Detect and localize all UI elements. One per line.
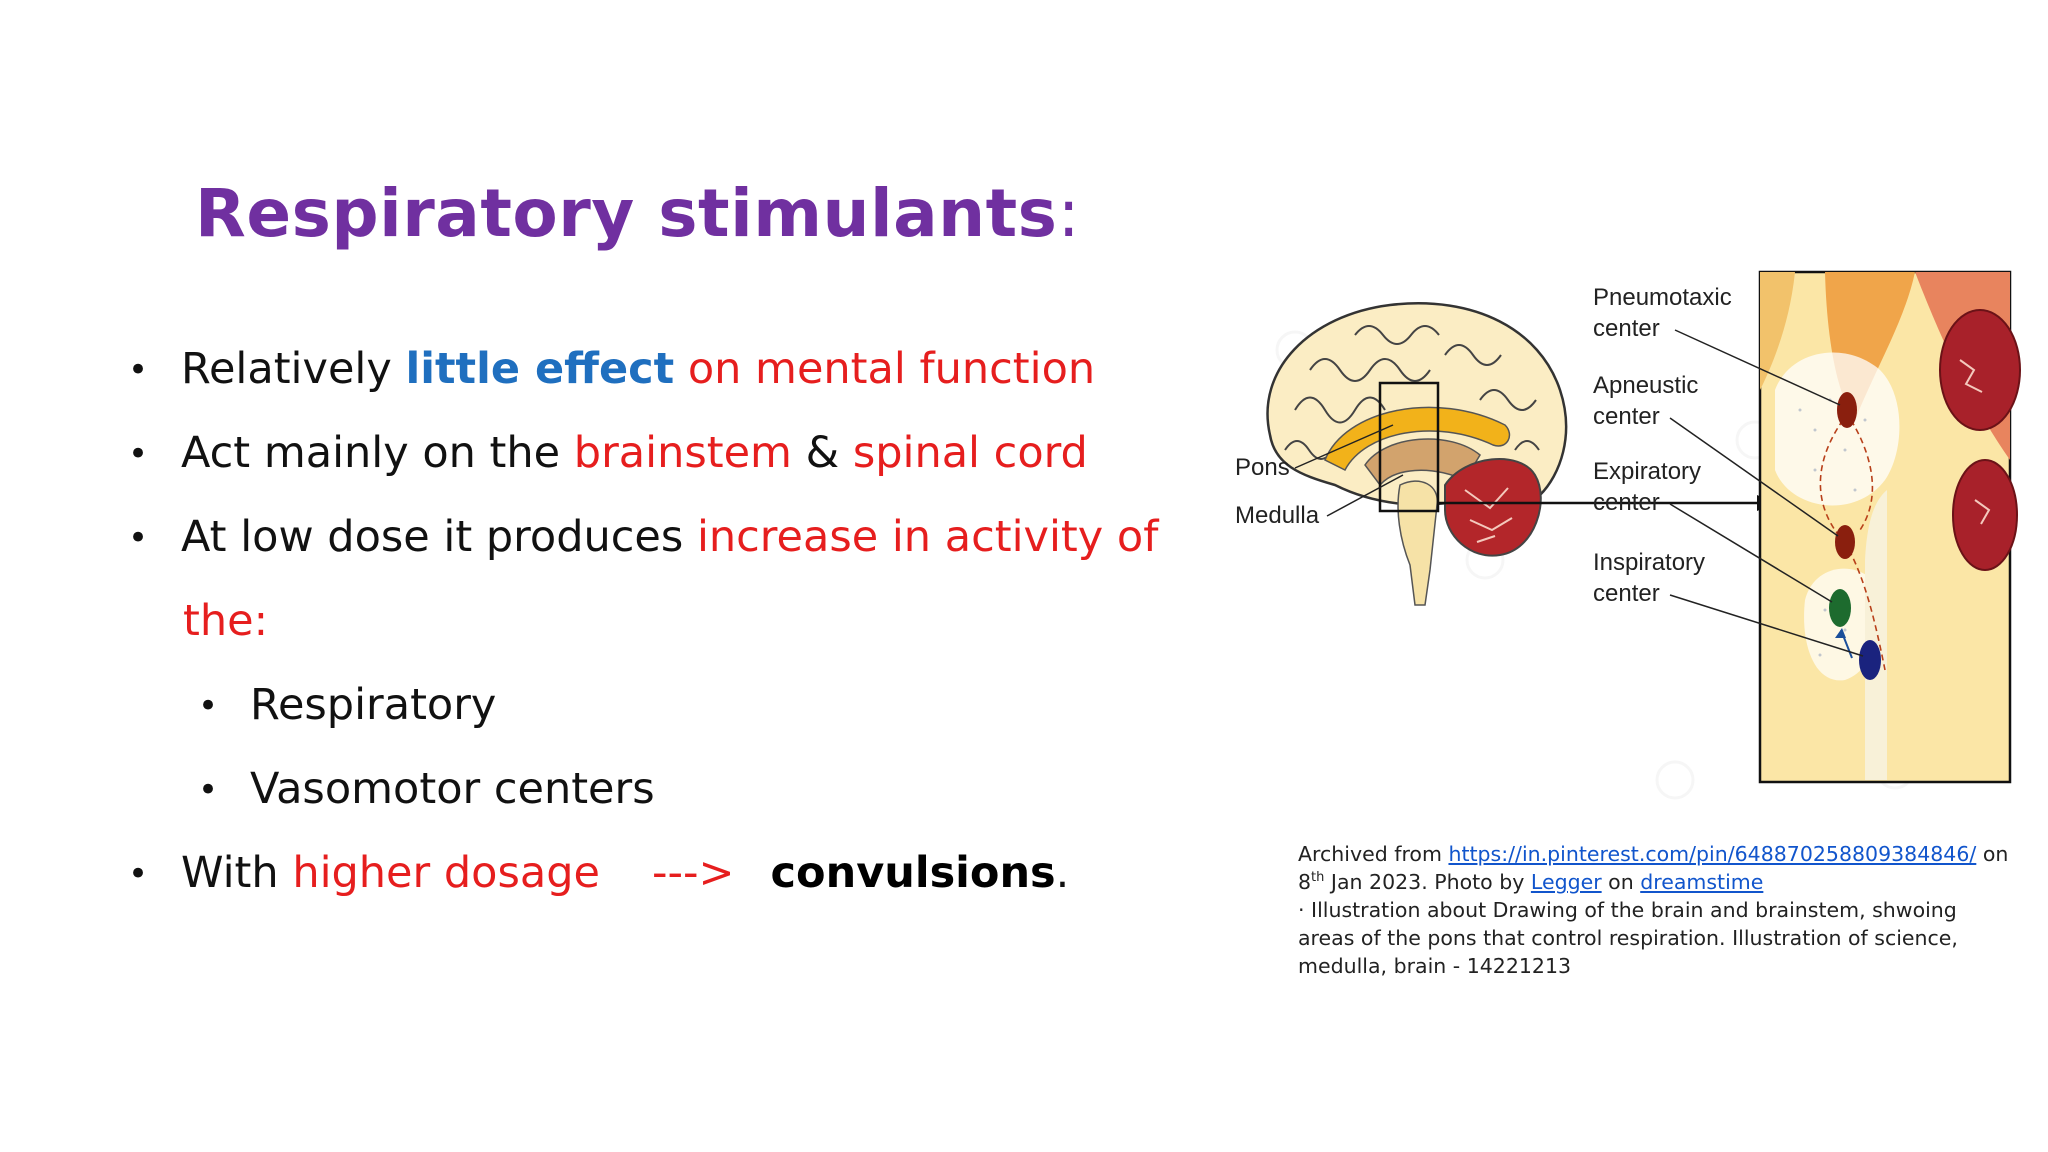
sub-bullet-item-1: Respiratory <box>250 680 497 730</box>
brainstem-illustration: Pons Medulla <box>1215 260 2025 800</box>
label-medulla: Medulla <box>1235 502 1320 529</box>
label-inspiratory-center: center <box>1593 580 1660 607</box>
bullet-dot: • <box>128 518 149 558</box>
text: At low dose it produces <box>181 512 697 562</box>
caption-description: · Illustration about Drawing of the brai… <box>1298 898 1958 978</box>
text: Relatively <box>181 344 406 394</box>
emphasis: little effect <box>405 344 675 394</box>
brain-diagram: Pons Medulla <box>1235 270 2021 800</box>
date-suffix: th <box>1311 870 1325 886</box>
slide-title: Respiratory stimulants: <box>195 175 1080 252</box>
emphasis: increase in activity of <box>696 512 1159 562</box>
title-colon: : <box>1057 175 1081 252</box>
enlarged-brainstem-panel <box>1758 270 2021 784</box>
emphasis: higher dosage <box>292 848 600 898</box>
text: & <box>791 428 853 478</box>
author-link[interactable]: Legger <box>1530 870 1602 894</box>
bullet-item-2: Act mainly on the brainstem & spinal cor… <box>181 428 1088 478</box>
caption-text: on <box>1976 842 2009 866</box>
emphasis: convulsions <box>770 848 1056 898</box>
bullet-dot: • <box>128 350 149 390</box>
caption-text: on <box>1601 870 1641 894</box>
bullet-item-1: Relatively little effect on mental funct… <box>181 344 1095 394</box>
emphasis: brainstem <box>573 428 792 478</box>
bullet-item-3: At low dose it produces increase in acti… <box>181 512 1158 562</box>
caption-text: Jan 2023. Photo by <box>1324 870 1531 894</box>
bullet-item-3-continued: the: <box>183 596 269 646</box>
sub-bullet-dot: • <box>198 686 219 726</box>
emphasis: on mental function <box>674 344 1096 394</box>
label-apneustic-center: center <box>1593 403 1660 430</box>
caption-text: Archived from <box>1298 842 1449 866</box>
bullet-dot: • <box>128 854 149 894</box>
label-pons: Pons <box>1235 454 1290 481</box>
image-attribution: Archived from https://in.pinterest.com/p… <box>1298 840 2018 980</box>
source-link[interactable]: https://in.pinterest.com/pin/64887025880… <box>1448 842 1977 866</box>
sub-bullet-dot: • <box>198 770 219 810</box>
label-apneustic: Apneustic <box>1593 372 1698 399</box>
title-text: Respiratory stimulants <box>195 175 1058 252</box>
text: With <box>181 848 293 898</box>
site-link[interactable]: dreamstime <box>1640 870 1764 894</box>
bullet-item-4: With higher dosage ---> convulsions. <box>181 848 1069 898</box>
text: . <box>1055 848 1070 898</box>
text: Act mainly on the <box>181 428 574 478</box>
caption-text: 8 <box>1298 870 1312 894</box>
sub-bullet-item-2: Vasomotor centers <box>250 764 655 814</box>
emphasis: spinal cord <box>852 428 1088 478</box>
arrow-text: ---> <box>651 848 735 898</box>
bullet-list: • Relatively little effect on mental fun… <box>128 344 1158 898</box>
label-expiratory-center: center <box>1593 489 1660 516</box>
label-pneumotaxic-center: center <box>1593 315 1660 342</box>
label-expiratory: Expiratory <box>1593 458 1701 485</box>
label-pneumotaxic: Pneumotaxic <box>1593 284 1732 311</box>
bullet-dot: • <box>128 434 149 474</box>
brain-drawing <box>1266 302 1568 606</box>
label-inspiratory: Inspiratory <box>1593 549 1705 576</box>
